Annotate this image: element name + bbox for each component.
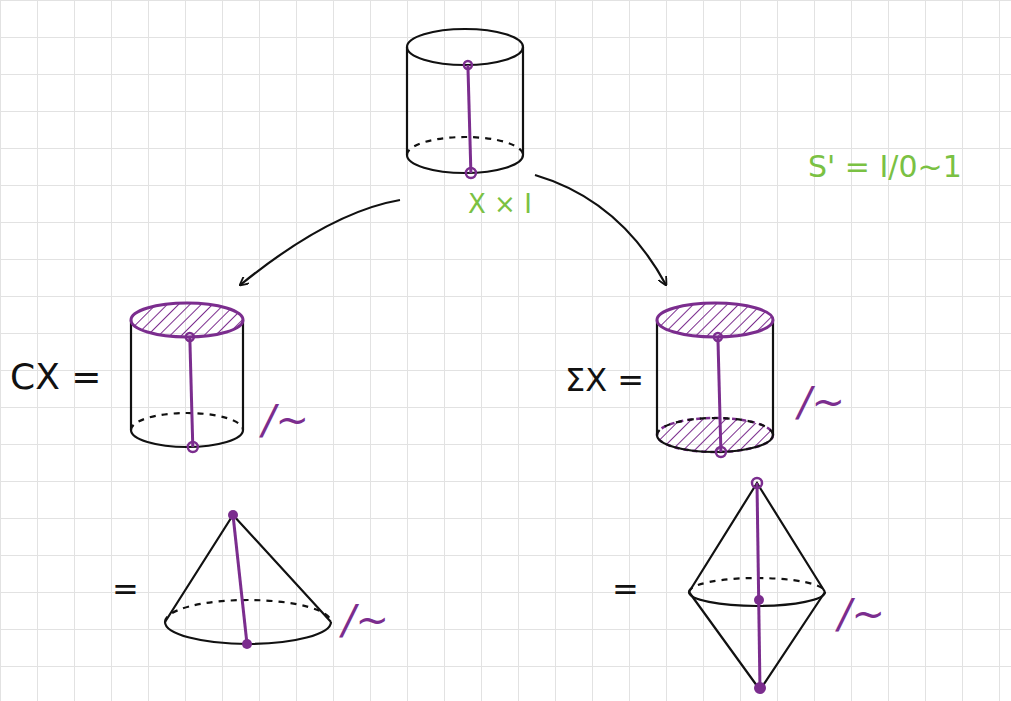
cone-drawing [165,510,331,649]
definition-note: S' = I/0~1 [808,150,962,183]
node-label: ΣX = [565,363,644,398]
quotient-mark: /~ [798,380,845,424]
node-label: CX = [10,357,101,397]
equals-sign: = [112,572,139,607]
node-label: X × I [468,190,532,219]
quotient-mark: /~ [838,592,885,636]
suspension-drawing [689,478,825,694]
equals-sign: = [612,572,639,607]
map-arrow [240,200,400,285]
cone-cylinder: CX = [5,285,250,465]
product-cylinder: X × I [400,25,535,225]
quotient-mark: /~ [262,398,309,442]
map-arrow [535,175,666,285]
quotient-mark: /~ [342,598,389,642]
suspension-cylinder: ΣX = [565,285,780,470]
